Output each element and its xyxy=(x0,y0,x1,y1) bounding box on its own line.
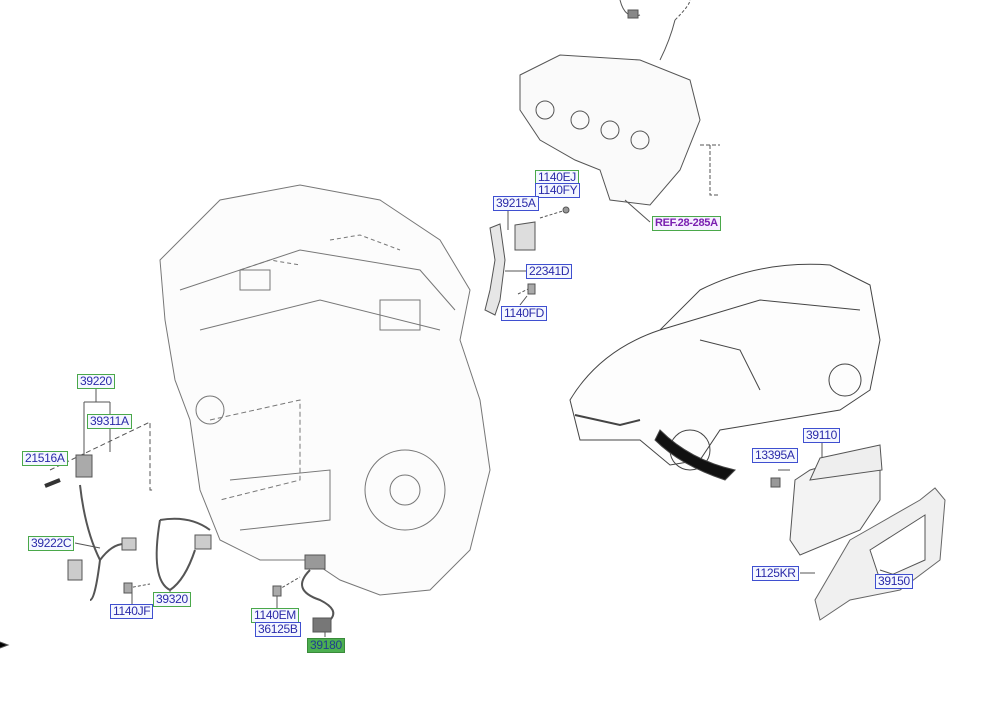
part-label-39180-highlighted[interactable]: 39180 xyxy=(307,638,345,653)
part-label-1140EJ[interactable]: 1140EJ xyxy=(535,170,580,185)
part-label-13395A[interactable]: 13395A xyxy=(752,448,798,463)
reference-link-28-285A[interactable]: REF.28-285A xyxy=(652,216,721,231)
engine-block xyxy=(159,184,491,596)
part-label-39150[interactable]: 39150 xyxy=(875,574,913,589)
part-label-39222C[interactable]: 39222C xyxy=(28,536,75,551)
sensor-leaders xyxy=(44,388,335,637)
part-label-1140EM[interactable]: 1140EM xyxy=(251,608,300,623)
bracket xyxy=(484,206,570,316)
part-label-39215A[interactable]: 39215A xyxy=(493,196,539,211)
part-label-21516A[interactable]: 21516A xyxy=(22,451,68,466)
part-label-39320[interactable]: 39320 xyxy=(153,592,191,607)
part-label-1140FY[interactable]: 1140FY xyxy=(535,183,581,198)
part-label-39110[interactable]: 39110 xyxy=(803,428,840,443)
part-label-36125B[interactable]: 36125B xyxy=(255,622,301,637)
exhaust-manifold xyxy=(519,0,720,206)
part-label-22341D[interactable]: 22341D xyxy=(526,264,573,279)
car-illustration xyxy=(569,263,881,481)
part-label-1125KR[interactable]: 1125KR xyxy=(752,566,799,581)
bracket-leaders xyxy=(0,199,651,649)
part-label-1140FD[interactable]: 1140FD xyxy=(501,306,548,321)
ecu-module xyxy=(770,442,946,621)
part-label-1140JF[interactable]: 1140JF xyxy=(110,604,154,619)
part-label-39220[interactable]: 39220 xyxy=(77,374,115,389)
part-label-39311A[interactable]: 39311A xyxy=(87,414,132,429)
